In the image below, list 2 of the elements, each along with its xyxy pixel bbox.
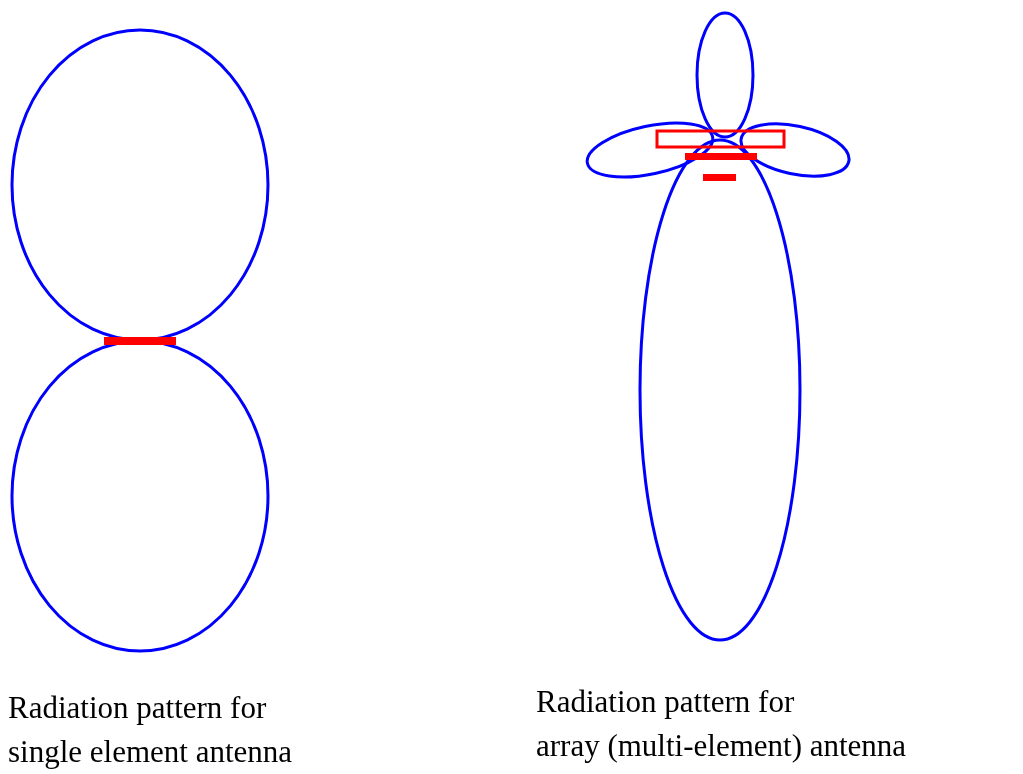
caption-text: Radiation pattern for array (multi-element) antenna [536,683,907,765]
caption-text: Radiation pattern for single element antenna [8,689,293,771]
